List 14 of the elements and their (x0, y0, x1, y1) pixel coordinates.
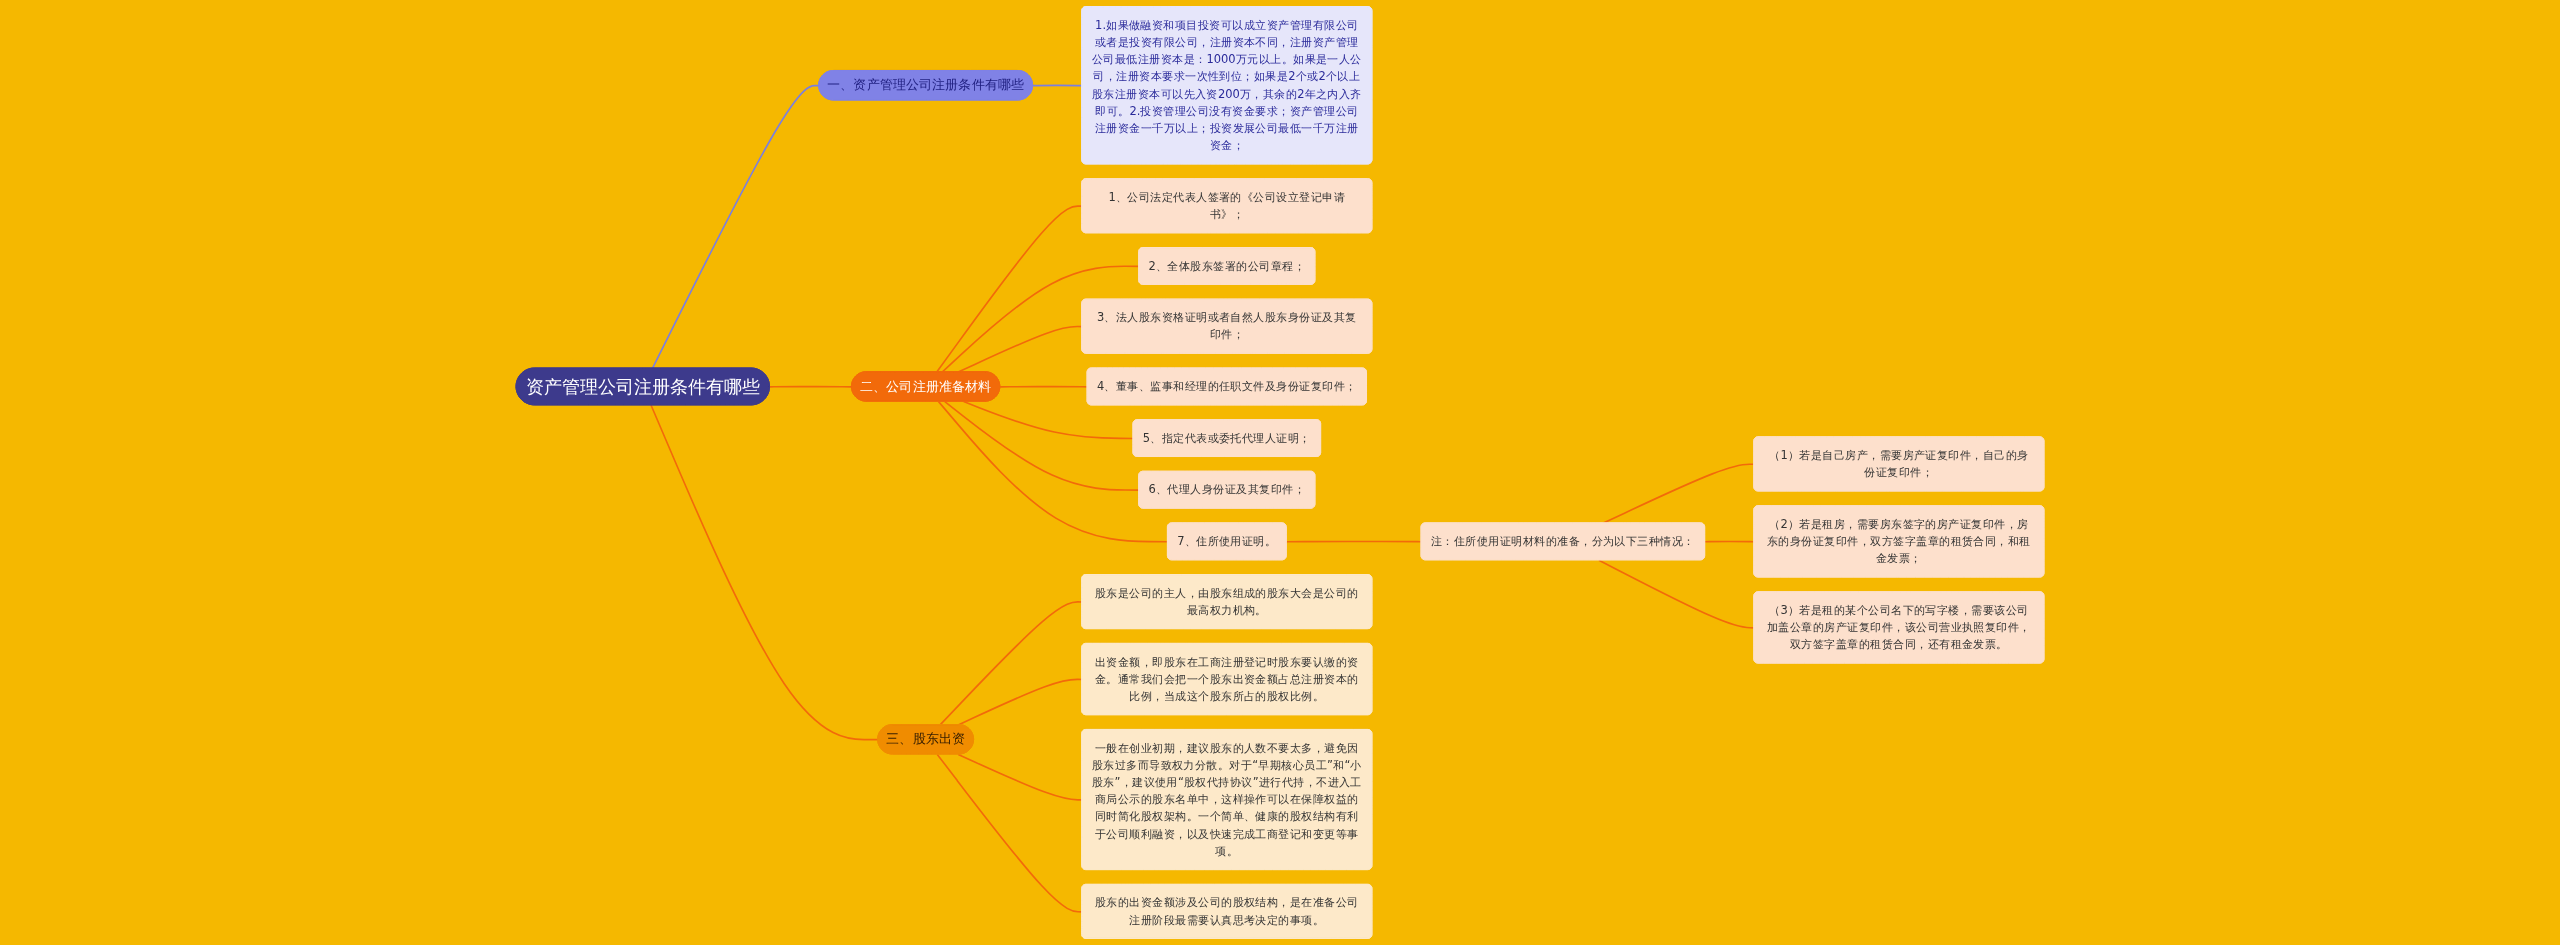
connector (941, 265, 1140, 373)
connector (651, 84, 820, 370)
connector (937, 400, 1169, 543)
connector (957, 753, 1083, 801)
connector (944, 400, 1140, 491)
connector (1285, 540, 1423, 543)
connector (1032, 84, 1083, 87)
connector (936, 753, 1083, 913)
connector (935, 205, 1083, 373)
connector (999, 385, 1089, 388)
connector (769, 385, 853, 388)
connector (650, 404, 879, 741)
connector (939, 601, 1083, 726)
connector (962, 400, 1135, 440)
